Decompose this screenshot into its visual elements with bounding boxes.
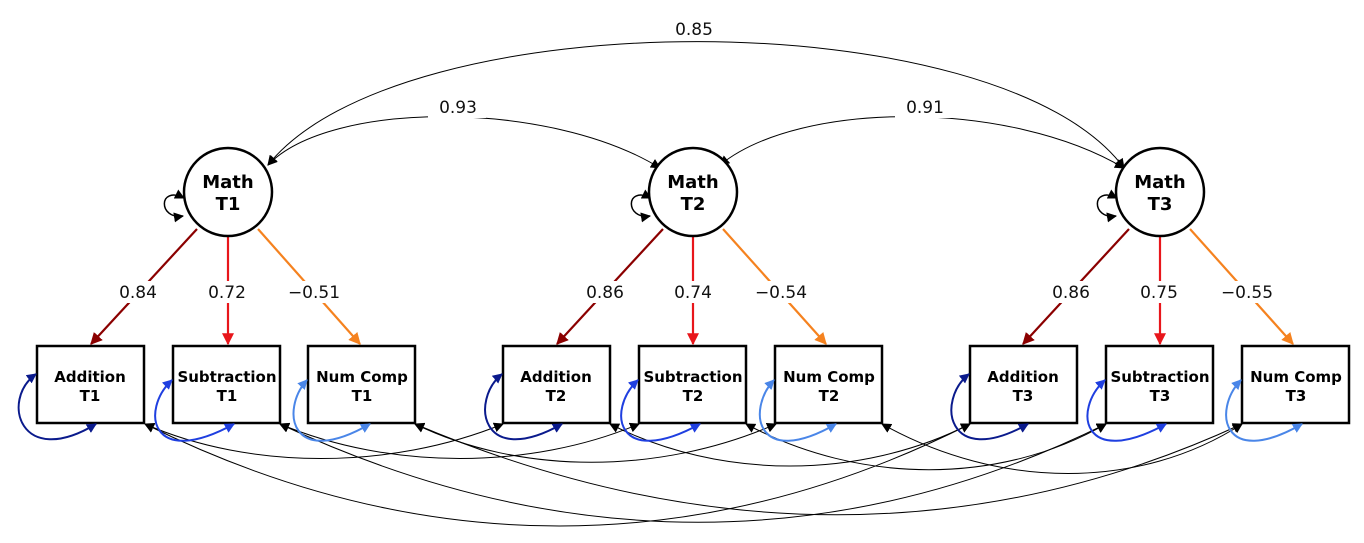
indicator-numcomp-t1-line1: Num Comp: [316, 368, 408, 386]
corr-t1-t2-path: [267, 116, 661, 169]
latent-math-t2: Math T2: [647, 146, 739, 238]
latent-variances: [163, 189, 1118, 223]
latent-math-t2-line1: Math: [667, 172, 718, 193]
latent-math-t3-line2: T3: [1148, 194, 1173, 215]
residual-covariances: [144, 422, 1243, 527]
indicator-subtraction-t1: Subtraction T1: [171, 344, 282, 425]
indicator-addition-t2: Addition T2: [501, 344, 612, 425]
indicator-addition-t1-line1: Addition: [54, 368, 126, 386]
indicator-numcomp-t2-line2: T2: [819, 387, 840, 405]
indicator-subtraction-t1-line2: T1: [217, 387, 238, 405]
indicator-addition-t1: Addition T1: [35, 344, 146, 425]
cov-addition-t2-t3: [609, 423, 971, 467]
cov-subtraction-t1-t3: [279, 423, 1107, 523]
residual-loop-numcomp-t2: [758, 379, 837, 442]
cov-addition-t1-t3: [144, 423, 971, 527]
indicator-addition-t2-line2: T2: [546, 387, 567, 405]
loading-label-addition-t3: 0.86: [1052, 283, 1090, 303]
indicator-addition-t2-line1: Addition: [520, 368, 592, 386]
indicator-nodes: Addition T1 Subtraction T1 Num Comp T1 A…: [35, 344, 1351, 425]
cov-numcomp-t1-t2: [414, 423, 777, 463]
loading-labels: 0.84 0.72 −0.51 0.86 0.74 −0.54 0.86 0.7…: [112, 281, 1279, 303]
latent-math-t1-line1: Math: [202, 172, 253, 193]
latent-math-t3-line1: Math: [1134, 172, 1185, 193]
residual-loop-numcomp-t1: [292, 379, 371, 442]
indicator-subtraction-t2-line2: T2: [683, 387, 704, 405]
indicator-subtraction-t3-line1: Subtraction: [1110, 368, 1209, 386]
indicator-numcomp-t2-line1: Num Comp: [783, 368, 875, 386]
variance-loop-t3: [1096, 189, 1118, 223]
cov-subtraction-t2-t3: [745, 423, 1107, 471]
loading-label-subtraction-t3: 0.75: [1140, 283, 1178, 303]
loading-label-numcomp-t2: −0.54: [755, 283, 807, 303]
residual-loop-addition-t1: [17, 373, 97, 441]
indicator-addition-t1-line2: T1: [80, 387, 101, 405]
cov-numcomp-t2-t3: [881, 423, 1243, 474]
loading-label-numcomp-t3: −0.55: [1221, 283, 1273, 303]
loading-label-numcomp-t1: −0.51: [288, 283, 340, 303]
cov-subtraction-t1-t2: [279, 422, 640, 459]
loading-label-addition-t2: 0.86: [586, 283, 624, 303]
cov-numcomp-t1-t3: [414, 422, 1243, 516]
indicator-addition-t3-line1: Addition: [987, 368, 1059, 386]
loading-label-subtraction-t1: 0.72: [208, 283, 246, 303]
corr-t1-t3-label: 0.85: [675, 20, 713, 40]
indicator-subtraction-t1-line1: Subtraction: [177, 368, 276, 386]
residual-loop-subtraction-t2: [620, 379, 701, 442]
residual-variances: [17, 373, 1303, 442]
loading-label-addition-t1: 0.84: [119, 283, 157, 303]
latent-math-t1: Math T1: [182, 146, 274, 238]
residual-loop-subtraction-t1: [154, 379, 235, 442]
indicator-subtraction-t3-line2: T3: [1150, 387, 1171, 405]
indicator-numcomp-t3-line1: Num Comp: [1250, 368, 1342, 386]
indicator-subtraction-t2: Subtraction T2: [637, 344, 748, 425]
residual-loop-addition-t2: [484, 373, 563, 441]
corr-t1-t3-path: [267, 41, 1125, 169]
indicator-numcomp-t1: Num Comp T1: [306, 344, 417, 425]
corr-t2-t3-path: [719, 116, 1125, 169]
indicator-numcomp-t1-line2: T1: [352, 387, 373, 405]
loading-label-subtraction-t2: 0.74: [674, 283, 712, 303]
residual-loop-addition-t3: [950, 373, 1029, 441]
latent-math-t3: Math T3: [1114, 146, 1206, 238]
variance-loop-t1: [163, 189, 185, 223]
indicator-numcomp-t3-line2: T3: [1286, 387, 1307, 405]
residual-loop-subtraction-t3: [1086, 379, 1167, 442]
indicator-numcomp-t3: Num Comp T3: [1240, 344, 1351, 425]
corr-t2-t3-label: 0.91: [906, 98, 944, 118]
indicator-numcomp-t2: Num Comp T2: [773, 344, 884, 425]
indicator-subtraction-t3: Subtraction T3: [1104, 344, 1215, 425]
indicator-addition-t3: Addition T3: [968, 344, 1079, 425]
indicator-subtraction-t2-line1: Subtraction: [643, 368, 742, 386]
indicator-addition-t3-line2: T3: [1013, 387, 1034, 405]
latent-math-t2-line2: T2: [681, 194, 706, 215]
corr-t1-t2-label: 0.93: [439, 98, 477, 118]
latent-nodes: Math T1 Math T2 Math T3: [182, 146, 1206, 238]
residual-loop-numcomp-t3: [1225, 379, 1303, 442]
variance-loop-t2: [630, 189, 652, 223]
latent-math-t1-line2: T1: [216, 194, 241, 215]
